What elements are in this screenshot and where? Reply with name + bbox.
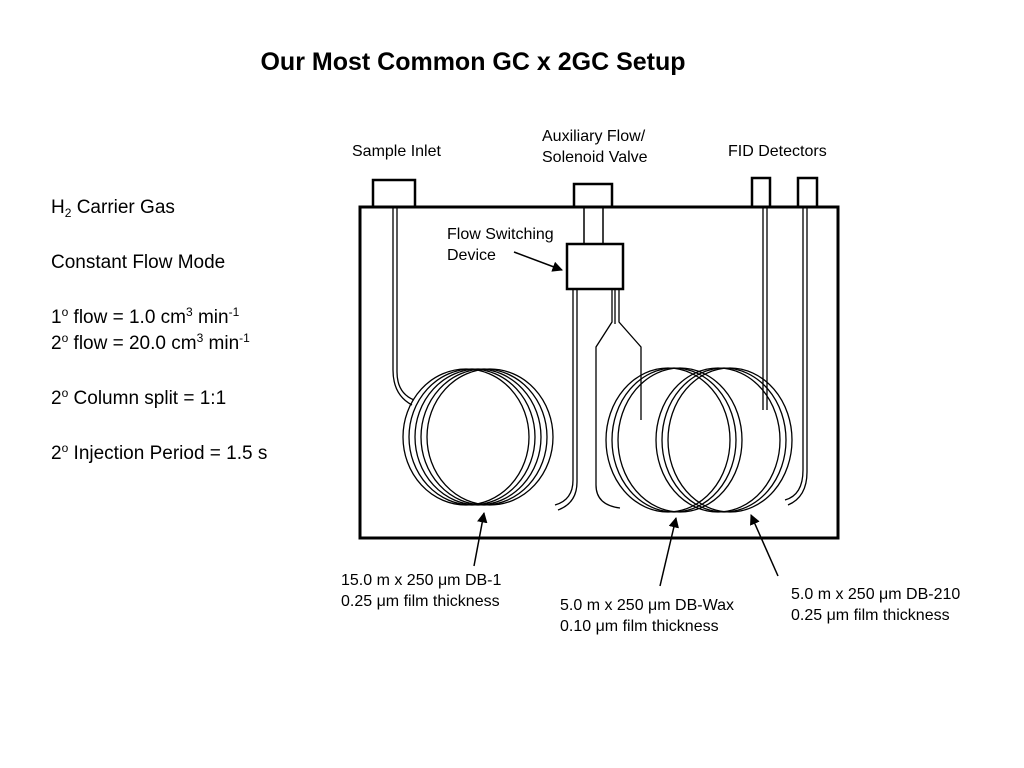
flow-mode: Constant Flow Mode xyxy=(51,252,226,273)
column-split: 2o Column split = 1:1 xyxy=(51,386,227,409)
db210-column-arrow xyxy=(750,514,779,577)
gc-oven xyxy=(358,205,840,540)
fid-detector-1 xyxy=(750,176,772,209)
conditions-list: H2 Carrier Gas Constant Flow Mode 1o flo… xyxy=(51,195,341,467)
flow-switching-label: Flow Switching Device xyxy=(447,226,554,264)
aux-flow-port xyxy=(572,182,614,209)
wax-column-arrow xyxy=(659,516,679,587)
column-splitter xyxy=(595,289,642,509)
secondary-flow: 2o flow = 20.0 cm3 min-1 xyxy=(51,331,250,354)
aux-flow-label: Auxiliary Flow/ Solenoid Valve xyxy=(542,128,648,166)
sample-inlet-port xyxy=(371,178,417,209)
injection-period: 2o Injection Period = 1.5 s xyxy=(51,441,268,464)
flow-switching-device xyxy=(565,242,625,291)
primary-column-arrow xyxy=(473,511,488,567)
flow-switching-arrow xyxy=(513,251,563,272)
primary-flow: 1o flow = 1.0 cm3 min-1 xyxy=(51,305,240,328)
page-title: Our Most Common GC x 2GC Setup xyxy=(260,48,686,76)
fid-detector-2 xyxy=(796,176,819,209)
carrier-gas: H2 Carrier Gas xyxy=(51,197,175,220)
primary-column-coil xyxy=(392,207,578,511)
db210-column-label: 5.0 m x 250 μm DB-210 0.25 μm film thick… xyxy=(791,586,961,624)
fid-detectors-label: FID Detectors xyxy=(728,143,827,160)
secondary-column-coils xyxy=(605,207,808,513)
wax-column-label: 5.0 m x 250 μm DB-Wax 0.10 μm film thick… xyxy=(560,597,734,635)
primary-column-label: 15.0 m x 250 μm DB-1 0.25 μm film thickn… xyxy=(341,572,502,610)
sample-inlet-label: Sample Inlet xyxy=(352,143,441,160)
